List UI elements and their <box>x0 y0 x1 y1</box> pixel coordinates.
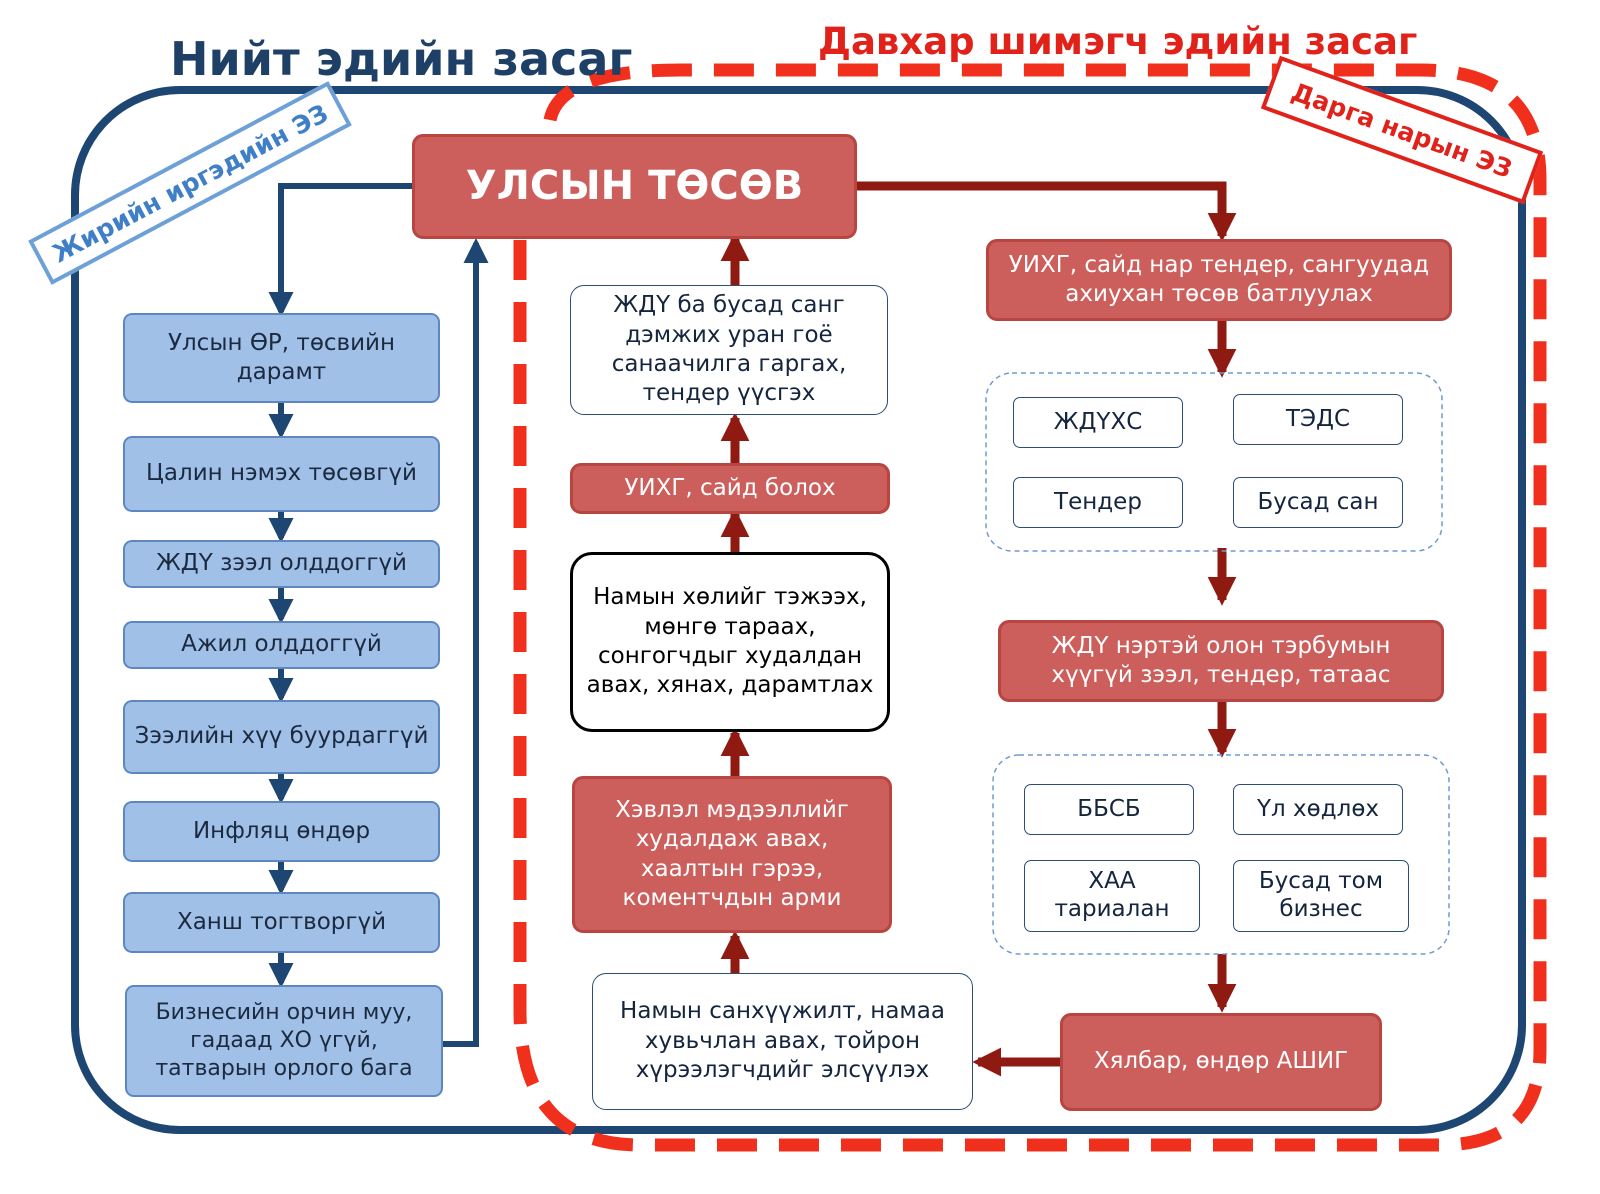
media-box: Хэвлэл мэдээллийг худалдаж авах, хаалтын… <box>572 776 892 933</box>
business-box-agriculture: ХАА тариалан <box>1024 860 1200 932</box>
exchange-rate-box: Ханш тогтворгүй <box>123 892 440 953</box>
approve-budget-box: УИХГ, сайд нар тендер, сангуудад ахиухан… <box>986 239 1452 321</box>
fund-box-teds: ТЭДС <box>1233 394 1403 445</box>
sme-loan-box: ЖДҮ зээл олддоггүй <box>123 540 440 588</box>
fund-box-tender: Тендер <box>1013 477 1183 528</box>
salary-box: Цалин нэмэх төсөвгүй <box>123 436 440 512</box>
party-finance-box: Намын санхүүжилт, намаа хувьчлан авах, т… <box>592 973 973 1110</box>
business-env-box: Бизнесийн орчин муу, гадаад ХО үгүй, тат… <box>125 985 443 1097</box>
cheap-loans-box: ЖДҮ нэртэй олон тэрбумын хүүгүй зээл, те… <box>998 620 1444 702</box>
total-economy-frame <box>71 86 1526 1134</box>
business-box-big-business: Бусад том бизнес <box>1233 860 1409 932</box>
budget-to-approve-line <box>857 181 1237 242</box>
total-economy-title: Нийт эдийн засаг <box>170 32 633 86</box>
inflation-box: Инфляц өндөр <box>123 801 440 862</box>
parasitic-economy-title: Давхар шимэгч эдийн засаг <box>818 20 1418 63</box>
profit-box: Хялбар, өндөр АШИГ <box>1060 1013 1382 1111</box>
party-network-box: Намын хөлийг тэжээх, мөнгө тараах, сонго… <box>570 552 890 732</box>
state-budget-box: УЛСЫН ТӨСӨВ <box>412 134 857 239</box>
interest-box: Зээлийн хүү буурдаггүй <box>123 700 440 774</box>
budget-to-debt-line <box>268 183 412 318</box>
business-to-budget-line <box>443 237 489 1047</box>
debt-box: Улсын ӨР, төсвийн дарамт <box>123 313 440 403</box>
business-box-real-estate: Үл хөдлөх <box>1233 784 1403 835</box>
parasitic-economy-frame <box>513 63 1547 1152</box>
fund-box-other: Бусад сан <box>1233 477 1403 528</box>
fund-box-jduhs: ЖДҮХС <box>1013 397 1183 448</box>
business-group-frame <box>992 754 1450 955</box>
funds-group-frame <box>985 372 1443 552</box>
business-box-nbfi: ББСБ <box>1024 784 1194 835</box>
jobs-box: Ажил олддоггүй <box>123 621 440 669</box>
fund-ideas-box: ЖДҮ ба бусад санг дэмжих уран гоё санаач… <box>570 285 888 415</box>
become-minister-box: УИХГ, сайд болох <box>570 463 890 514</box>
